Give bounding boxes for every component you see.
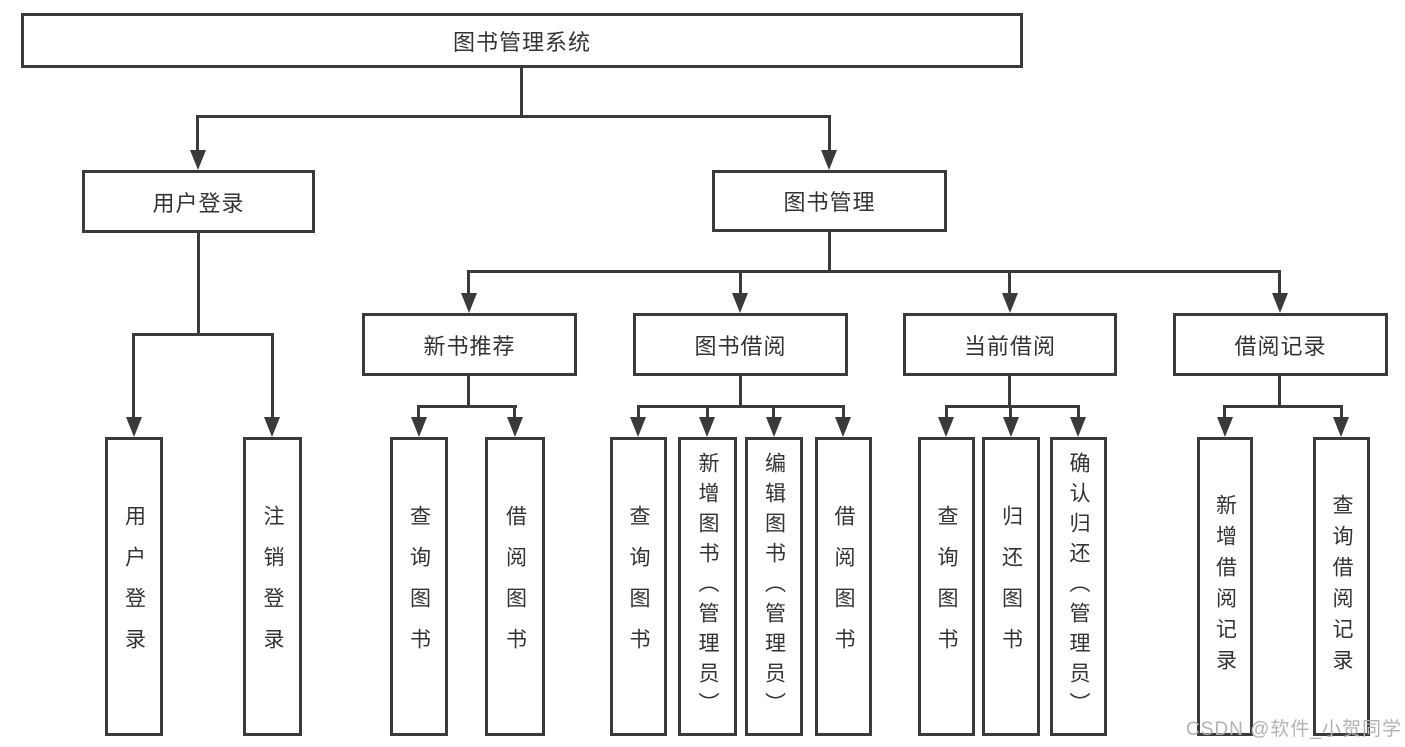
connector-line: [467, 376, 470, 408]
connector-line: [467, 270, 1281, 273]
connector-line: [739, 270, 742, 295]
connector-line: [1009, 405, 1012, 419]
arrowhead-down-icon: [264, 417, 280, 437]
connector-line: [945, 405, 1080, 408]
leaf-add-books-admin: 新增图书（管理员）: [678, 437, 737, 736]
arrowhead-down-icon: [1217, 417, 1233, 437]
leaf-label: 编辑图书（管理员）: [762, 451, 786, 722]
leaf-label: 归还图书: [999, 504, 1023, 669]
leaf-borrow-books: 借阅图书: [815, 437, 872, 736]
connector-line: [520, 68, 523, 118]
node-library-management-system: 图书管理系统: [21, 13, 1023, 68]
arrowhead-down-icon: [630, 417, 646, 437]
arrowhead-down-icon: [1003, 417, 1019, 437]
leaf-label: 查询图书: [407, 504, 431, 669]
node-book-management: 图书管理: [712, 170, 947, 232]
leaf-user-login: 用户登录: [105, 437, 163, 736]
connector-line: [132, 333, 274, 336]
connector-line: [828, 115, 831, 155]
leaf-label: 查询借阅记录: [1330, 493, 1353, 680]
leaf-label: 新增借阅记录: [1213, 493, 1237, 680]
node-label: 图书借阅: [694, 333, 787, 359]
connector-line: [1278, 376, 1281, 408]
arrowhead-down-icon: [766, 417, 782, 437]
connector-line: [417, 405, 517, 408]
arrowhead-down-icon: [411, 417, 427, 437]
node-book-borrowing: 图书借阅: [633, 313, 848, 376]
arrowhead-down-icon: [821, 150, 837, 170]
leaf-edit-books-admin: 编辑图书（管理员）: [745, 437, 803, 736]
arrowhead-down-icon: [507, 417, 523, 437]
leaf-label: 确认归还（管理员）: [1067, 451, 1090, 722]
leaf-query-books-recommend: 查询图书: [390, 437, 448, 736]
connector-line: [772, 405, 775, 419]
connector-line: [467, 270, 470, 295]
arrowhead-down-icon: [835, 417, 851, 437]
connector-line: [1008, 270, 1011, 295]
node-label: 当前借阅: [963, 333, 1056, 359]
leaf-label: 注销登录: [261, 504, 284, 669]
leaf-query-borrow-record: 查询借阅记录: [1313, 437, 1370, 736]
connector-line: [1223, 405, 1226, 419]
leaf-borrow-books-recommend: 借阅图书: [485, 437, 545, 736]
leaf-query-books-current: 查询图书: [918, 437, 975, 736]
connector-line: [197, 233, 200, 336]
csdn-watermark: CSDN @软件_小贺同学: [1186, 719, 1402, 740]
connector-line: [828, 232, 831, 273]
node-current-borrowing: 当前借阅: [903, 313, 1117, 376]
connector-line: [1340, 405, 1343, 419]
arrowhead-down-icon: [1333, 417, 1349, 437]
arrowhead-down-icon: [1070, 417, 1086, 437]
node-label: 用户登录: [152, 190, 245, 216]
connector-line: [637, 405, 640, 419]
arrowhead-down-icon: [190, 150, 206, 170]
connector-line: [132, 333, 135, 419]
arrowhead-down-icon: [461, 293, 477, 313]
connector-line: [271, 333, 274, 419]
connector-line: [945, 405, 948, 419]
connector-line: [706, 405, 709, 419]
connector-line: [1008, 376, 1011, 408]
connector-line: [1223, 405, 1342, 408]
arrowhead-down-icon: [732, 293, 748, 313]
leaf-label: 借阅图书: [503, 504, 527, 669]
connector-line: [1077, 405, 1080, 419]
leaf-query-books-borrowing: 查询图书: [610, 437, 667, 736]
connector-line: [842, 405, 845, 419]
connector-line: [513, 405, 516, 419]
leaf-label: 借阅图书: [832, 504, 855, 669]
connector-line: [196, 115, 199, 155]
leaf-label: 新增图书（管理员）: [696, 451, 719, 722]
node-label: 借阅记录: [1234, 333, 1327, 359]
connector-line: [417, 405, 420, 419]
connector-line: [196, 115, 831, 118]
leaf-logout: 注销登录: [243, 437, 302, 736]
connector-line: [739, 376, 742, 408]
leaf-return-books: 归还图书: [982, 437, 1040, 736]
node-label: 图书管理: [783, 190, 876, 215]
node-label: 新书推荐: [423, 333, 516, 359]
leaf-label: 查询图书: [627, 504, 650, 669]
node-label: 图书管理系统: [452, 29, 591, 55]
node-user-login: 用户登录: [82, 170, 315, 233]
leaf-label: 查询图书: [935, 504, 958, 669]
arrowhead-down-icon: [126, 417, 142, 437]
arrowhead-down-icon: [1272, 293, 1288, 313]
leaf-label: 用户登录: [122, 504, 146, 669]
node-new-book-recommendation: 新书推荐: [362, 313, 577, 376]
leaf-confirm-return-admin: 确认归还（管理员）: [1050, 437, 1107, 736]
connector-line: [637, 405, 845, 408]
arrowhead-down-icon: [699, 417, 715, 437]
arrowhead-down-icon: [938, 417, 954, 437]
leaf-add-borrow-record: 新增借阅记录: [1197, 437, 1253, 736]
connector-line: [1278, 270, 1281, 295]
arrowhead-down-icon: [1002, 293, 1018, 313]
node-borrowing-records: 借阅记录: [1173, 313, 1388, 376]
